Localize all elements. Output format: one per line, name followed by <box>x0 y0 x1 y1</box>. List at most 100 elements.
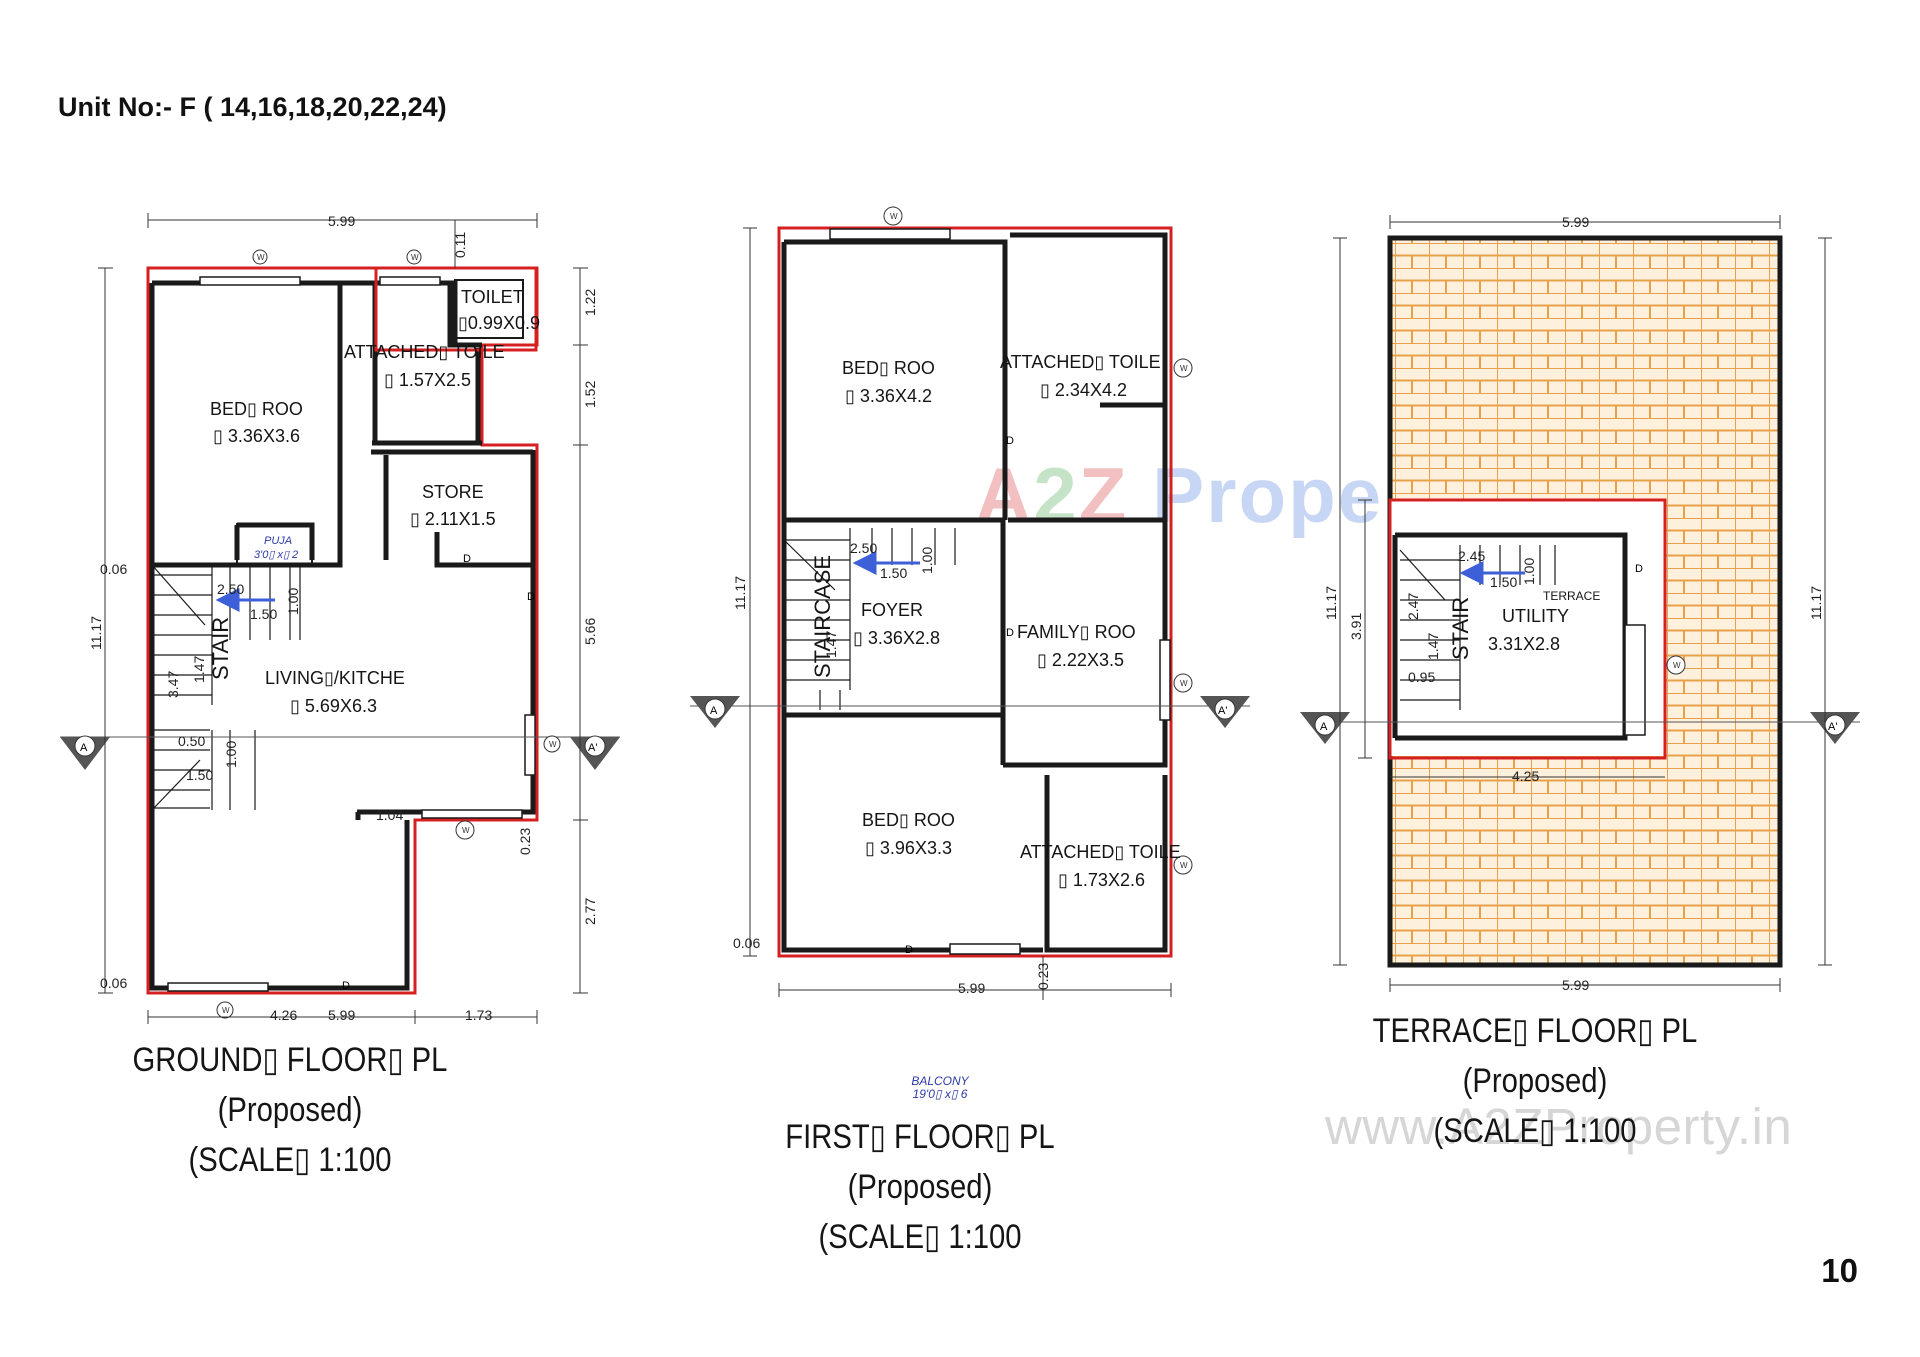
ground-att-toilet-name: ATTACHED▯ TOILE <box>344 342 505 362</box>
page-number: 10 <box>1821 1252 1858 1289</box>
svg-text:D: D <box>342 980 350 992</box>
first-section-marker-a-prime: A' <box>1218 705 1227 717</box>
window-tag: W <box>1673 661 1681 670</box>
first-dim-stair-d: 1.47 <box>823 631 839 658</box>
ground-caption: GROUND▯ FLOOR▯ PL (Proposed) (SCALE▯ 1:1… <box>127 1035 454 1185</box>
first-dim-stair-b: 1.50 <box>880 565 907 581</box>
window-tag: W <box>257 253 265 262</box>
first-dim-left-small: 0.06 <box>733 935 760 951</box>
svg-text:D: D <box>463 553 471 565</box>
terrace-dim-top: 5.99 <box>1562 214 1589 230</box>
terrace-caption-proposed: (Proposed) <box>1462 1062 1608 1100</box>
first-balcony-note: BALCONY 19'0▯ x▯ 6 <box>905 1075 975 1101</box>
first-dim-bottom: 5.99 <box>958 980 985 996</box>
terrace-caption: TERRACE▯ FLOOR▯ PL (Proposed) (SCALE▯ 1:… <box>1359 1006 1712 1156</box>
ground-store-name: STORE <box>422 482 484 502</box>
ground-dim-right-3: 5.66 <box>582 618 598 645</box>
ground-puja-name: PUJA <box>264 535 292 547</box>
ground-store-size: ▯ 2.11X1.5 <box>410 509 496 529</box>
first-bed1-size: ▯ 3.36X4.2 <box>845 386 932 406</box>
first-att1-name: ATTACHED▯ TOILE <box>1000 352 1161 372</box>
ground-toilet-name: TOILET <box>461 287 524 307</box>
ground-caption-scale: (SCALE▯ 1:100 <box>188 1141 392 1179</box>
terrace-dim-bottom: 5.99 <box>1562 977 1589 993</box>
terrace-terrace-label: TERRACE <box>1543 589 1600 603</box>
ground-dim-stair-h: 1.50 <box>186 767 213 783</box>
ground-floor-plan: D D D A A' <box>60 213 620 1024</box>
terrace-dim-right: 11.17 <box>1808 586 1824 620</box>
terrace-utility-name: UTILITY <box>1502 606 1569 626</box>
svg-text:D: D <box>1635 563 1643 575</box>
ground-dim-top-small: 0.11 <box>452 232 468 258</box>
ground-dim-stair-c: 1.00 <box>285 588 301 615</box>
window-tag: W <box>462 826 470 835</box>
window-tag: W <box>1180 861 1188 870</box>
terrace-dim-stair-c: 1.00 <box>1521 558 1537 585</box>
terrace-dim-inner-width: 4.25 <box>1512 768 1539 784</box>
window-tag: W <box>1180 364 1188 373</box>
first-att1-size: ▯ 2.34X4.2 <box>1040 380 1127 400</box>
first-dim-left: 11.17 <box>732 576 748 610</box>
watermark-logo-z: Z <box>1078 451 1129 539</box>
terrace-dim-stair-d: 2.47 <box>1405 593 1421 620</box>
first-bed2-name: BED▯ ROO <box>862 810 955 830</box>
first-balcony-name: BALCONY <box>911 1074 969 1088</box>
window-tag: W <box>222 1006 230 1015</box>
ground-att-toilet-size: ▯ 1.57X2.5 <box>384 370 471 390</box>
first-foyer-name: FOYER <box>861 600 923 620</box>
first-family-name: FAMILY▯ ROO <box>1017 622 1136 642</box>
unit-title: Unit No:- F ( 14,16,18,20,22,24) <box>58 92 447 122</box>
ground-dim-left-small-top: 0.06 <box>100 561 127 577</box>
terrace-section-marker-a: A <box>1320 721 1328 733</box>
terrace-utility-size: 3.31X2.8 <box>1488 634 1560 654</box>
ground-dim-stair-d: 3.47 <box>165 671 181 698</box>
terrace-dim-stair-a: 2.45 <box>1458 548 1485 564</box>
window-tag: W <box>411 253 419 262</box>
ground-dim-stair-f: 0.50 <box>178 733 205 749</box>
ground-dim-stair-e: 1.47 <box>191 656 207 683</box>
ground-dim-top: 5.99 <box>328 213 355 229</box>
first-balcony-size: 19'0▯ x▯ 6 <box>912 1087 968 1101</box>
terrace-stair-label: STAIR <box>1448 597 1473 660</box>
first-site-outline <box>777 226 1173 958</box>
first-floor-plan: D D D A A' <box>690 206 1250 1000</box>
ground-dim-left-small-bottom: 0.06 <box>100 975 127 991</box>
ground-dim-right-2: 1.52 <box>582 381 598 408</box>
first-stair-treads <box>783 528 956 710</box>
window-tag: W <box>890 212 898 221</box>
ground-dim-left: 11.17 <box>88 616 104 650</box>
terrace-caption-scale: (SCALE▯ 1:100 <box>1433 1112 1637 1150</box>
svg-text:D: D <box>1006 627 1014 639</box>
first-foyer-size: ▯ 3.36X2.8 <box>853 628 940 648</box>
first-dim-stair-c: 1.00 <box>919 547 935 574</box>
ground-toilet-size: ▯0.99X0.9 <box>458 313 540 333</box>
first-att2-size: ▯ 1.73X2.6 <box>1058 870 1145 890</box>
svg-text:D: D <box>1006 435 1014 447</box>
ground-bed-size: ▯ 3.36X3.6 <box>213 426 300 446</box>
terrace-section-marker-a-prime: A' <box>1828 721 1837 733</box>
first-bed2-size: ▯ 3.96X3.3 <box>865 838 952 858</box>
room-labels: BED▯ ROO ▯ 3.36X3.6 TOILET ▯0.99X0.9 ATT… <box>208 287 1600 890</box>
watermark-url: www.A2ZProperty.in <box>1325 1098 1793 1155</box>
window-tag: W <box>549 740 557 749</box>
ground-dim-right-1: 1.22 <box>582 289 598 316</box>
ground-caption-proposed: (Proposed) <box>217 1091 363 1129</box>
ground-living-name: LIVING▯/KITCHE <box>265 668 405 688</box>
ground-puja-size: 3'0▯ x▯ 2 <box>254 549 298 561</box>
first-caption-scale: (SCALE▯ 1:100 <box>818 1218 1022 1256</box>
first-caption-title: FIRST▯ FLOOR▯ PL <box>785 1118 1055 1156</box>
first-bed1-name: BED▯ ROO <box>842 358 935 378</box>
svg-text:D: D <box>905 944 913 956</box>
ground-dim-right-5: 2.77 <box>582 898 598 925</box>
watermark-logo-2: 2 <box>1033 451 1079 539</box>
dimension-labels: 5.99 0.11 11.17 0.06 0.06 1.22 1.52 5.66… <box>88 213 1824 1023</box>
ground-dim-right-4: 0.23 <box>517 828 533 855</box>
ground-dim-stair-a: 2.50 <box>217 581 244 597</box>
ground-dim-stair-g: 1.00 <box>223 741 239 768</box>
terrace-dim-stair-f: 0.95 <box>1408 669 1435 685</box>
first-caption: FIRST▯ FLOOR▯ PL (Proposed) (SCALE▯ 1:10… <box>782 1112 1057 1262</box>
ground-dim-bottom-2: 5.99 <box>328 1007 355 1023</box>
first-dim-stair-a: 2.50 <box>850 540 877 556</box>
